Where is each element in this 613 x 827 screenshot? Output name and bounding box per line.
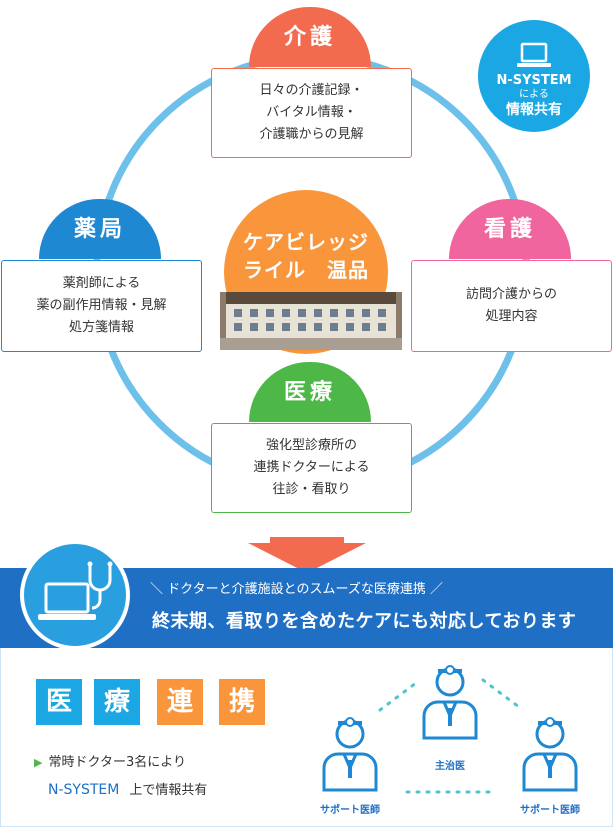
laptop-stethoscope-icon xyxy=(38,561,113,620)
kaigo-line: バイタル情報・ xyxy=(266,105,357,120)
banner-subtitle: ＼ ドクターと介護施設とのスムーズな医療連携 ／ xyxy=(150,582,443,597)
doctors-illustration xyxy=(322,664,578,794)
main-doctor-label: 主治医 xyxy=(435,761,465,772)
nsystem-badge: N-SYSTEM による 情報共有 xyxy=(478,20,590,132)
nsystem-share: 情報共有 xyxy=(506,102,562,118)
support-doctor-right-label: サポート医師 xyxy=(520,805,580,816)
kaigo-card: 日々の介護記録・ バイタル情報・ 介護職からの見解 xyxy=(211,68,412,158)
banner-title: 終末期、看取りを含めたケアにも対応しております xyxy=(152,611,577,632)
system-share-text: 上で情報共有 xyxy=(129,783,208,798)
yakkyoku-line: 処方箋情報 xyxy=(68,320,134,335)
iryo-card: 強化型診療所の 連携ドクターによる 往診・看取り xyxy=(211,423,412,513)
kango-line: 訪問介護からの xyxy=(465,287,557,302)
system-name: N-SYSTEM xyxy=(48,782,120,798)
support-doctor-left-icon xyxy=(322,716,378,792)
support-doctor-right-icon xyxy=(522,716,578,792)
kanji-box: 医 xyxy=(36,679,82,725)
kaigo-line: 介護職からの見解 xyxy=(259,127,364,142)
yakkyoku-card: 薬剤師による 薬の副作用情報・見解 処方箋情報 xyxy=(1,260,202,352)
iryo-line: 連携ドクターによる xyxy=(253,460,370,475)
kanji-box: 携 xyxy=(219,679,265,725)
nsystem-by: による xyxy=(519,89,549,100)
triangle-bullet-icon: ▶ xyxy=(34,756,43,769)
down-arrow-icon xyxy=(248,537,366,573)
kango-card: 訪問介護からの 処理内容 xyxy=(411,260,612,352)
yakkyoku-badge: 薬局 xyxy=(39,199,161,259)
yakkyoku-line: 薬剤師による xyxy=(62,276,141,291)
kaigo-badge: 介護 xyxy=(249,7,371,67)
doctor-count-text: 常時ドクター3名により xyxy=(48,755,186,770)
kaigo-line: 日々の介護記録・ xyxy=(259,83,364,98)
doctor-count-note: ▶ 常時ドクター3名により xyxy=(34,753,186,773)
main-doctor-icon xyxy=(422,664,478,740)
kango-badge: 看護 xyxy=(449,199,571,259)
laptop-icon xyxy=(517,42,551,67)
kango-line: 処理内容 xyxy=(485,309,538,324)
kanji-box: 療 xyxy=(94,679,140,725)
iryo-line: 強化型診療所の xyxy=(265,438,357,453)
facility-name-line1: ケアビレッジ xyxy=(243,230,369,254)
iryo-line: 往診・看取り xyxy=(272,482,351,497)
facility-building-photo xyxy=(220,292,402,350)
kanji-box: 連 xyxy=(157,679,203,725)
doctor-laptop-badge xyxy=(20,540,130,650)
yakkyoku-line: 薬の副作用情報・見解 xyxy=(36,298,167,313)
support-doctor-left-label: サポート医師 xyxy=(320,805,380,816)
system-share-note: N-SYSTEM 上で情報共有 xyxy=(48,780,207,801)
facility-name-line2: ライル 温品 xyxy=(243,258,369,282)
nsystem-name: N-SYSTEM xyxy=(496,73,572,88)
